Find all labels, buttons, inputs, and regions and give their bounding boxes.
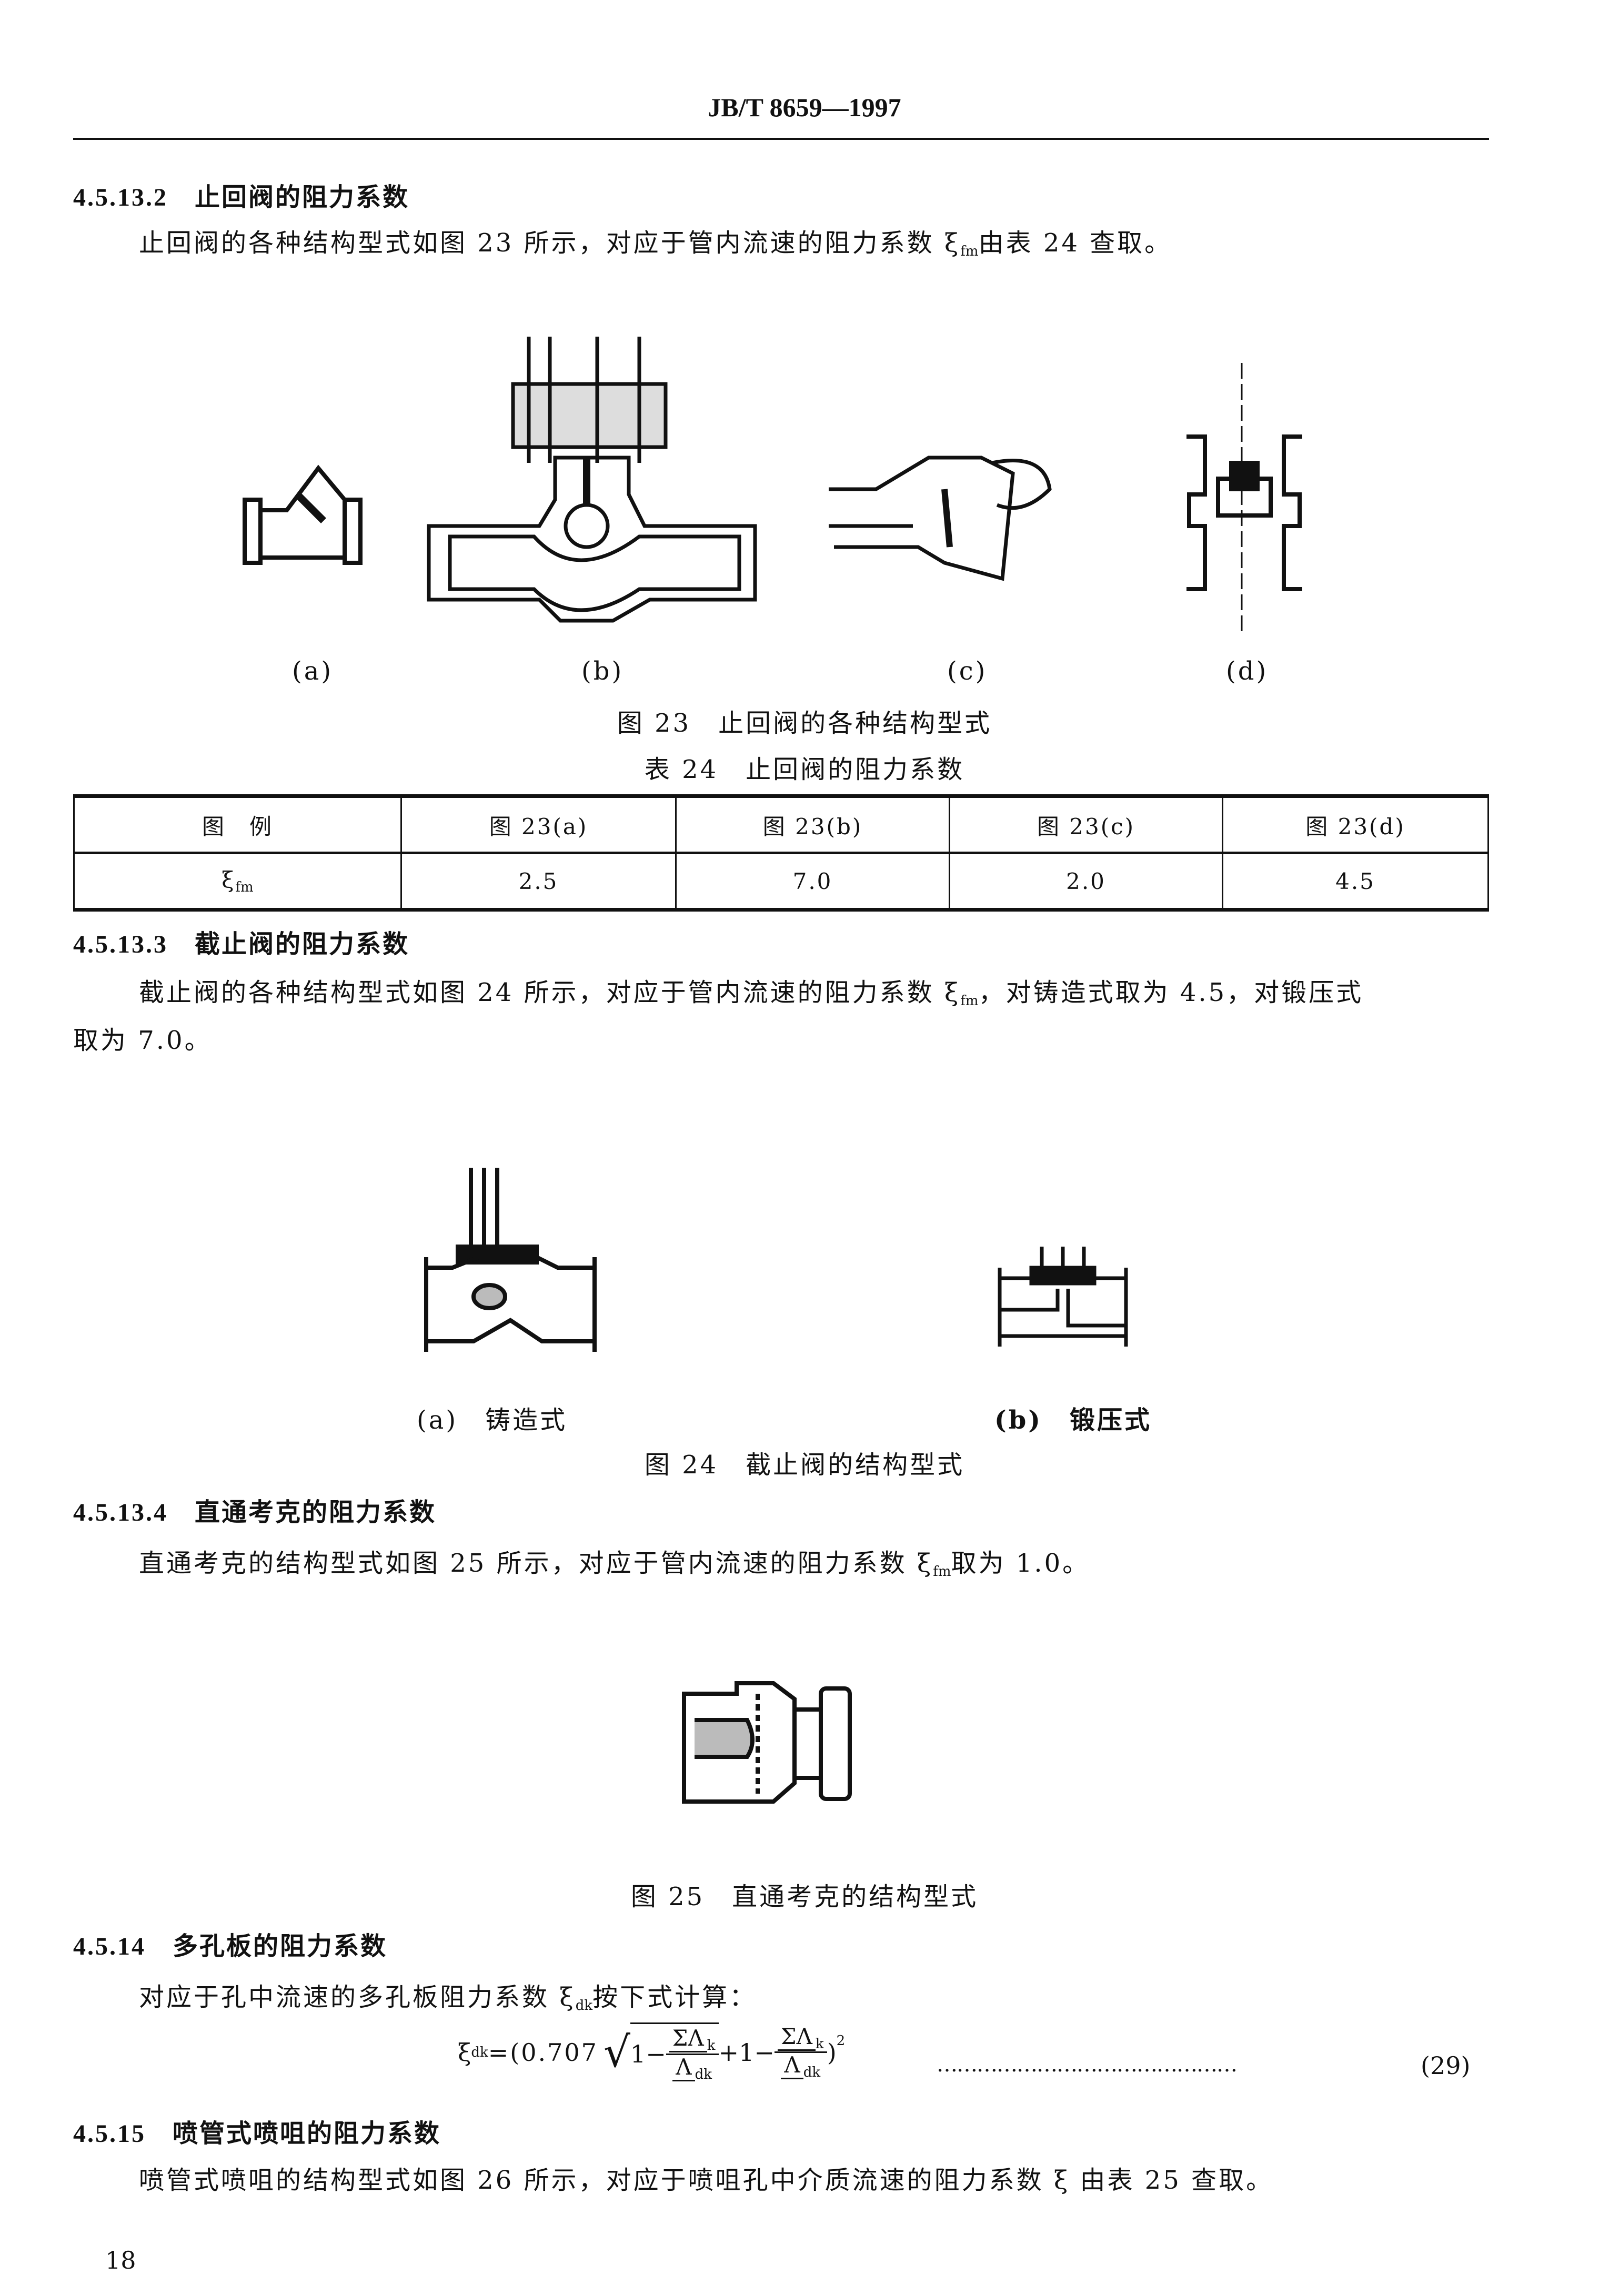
figure-24a-label: (a) 铸造式 [417,1405,568,1435]
value-cell: 2.0 [949,852,1223,911]
section-number: 4.5.13.2 [73,184,168,211]
figure-24b-drawing [998,1247,1128,1347]
denominator: Λ [781,2052,803,2080]
figure-25-drawing [682,1681,852,1804]
header-rule [73,138,1489,140]
equation-number: (29) [1421,2051,1471,2080]
leader-dots: ……………………………………… [937,2052,1238,2077]
denominator: Λ [672,2054,695,2081]
figure-25-caption: 图 25 直通考克的结构型式 [630,1882,979,1911]
numerator: ΣΛ [669,2025,707,2052]
figure-23b-label: (b) [581,656,624,686]
paragraph: 截止阀的各种结构型式如图 24 所示，对应于管内流速的阻力系数 ξfm，对铸造式… [139,972,1363,1009]
figure-24-caption: 图 24 截止阀的结构型式 [644,1450,965,1480]
subscript: dk [803,2065,821,2081]
text: ，对铸造式取为 4.5，对锻压式 [978,978,1364,1007]
section-number: 4.5.14 [73,1933,146,1960]
figure-23c-label: (c) [947,656,988,686]
section-title: 截止阀的阻力系数 [195,929,410,959]
header-cell: 图 例 [73,795,402,854]
table-24-caption: 表 24 止回阀的阻力系数 [644,755,965,784]
paragraph-continued: 取为 7.0。 [73,1026,212,1055]
paragraph: 止回阀的各种结构型式如图 23 所示，对应于管内流速的阻力系数 ξfm由表 24… [139,222,1172,259]
header-cell: 图 23(c) [949,795,1223,854]
subscript: dk [695,2066,712,2082]
text: 由表 24 查取。 [978,228,1172,258]
section-title: 直通考克的阻力系数 [195,1498,437,1527]
value-cell: 4.5 [1222,852,1489,911]
formula-text: =(0.707 [488,2038,598,2067]
subscript: k [707,2038,716,2054]
subscript: dk [471,2044,488,2060]
subscript: dk [575,1998,593,2014]
text: 截止阀的各种结构型式如图 24 所示，对应于管内流速的阻力系数 ξ [139,978,961,1007]
page-number: 18 [105,2246,136,2274]
section-heading-4-5-14: 4.5.14 多孔板的阻力系数 [73,1925,387,1962]
text: 取为 1.0。 [951,1549,1090,1578]
figure-23a-drawing [243,464,363,565]
value-cell: 7.0 [675,852,950,911]
table-header-row: 图 例 图 23(a) 图 23(b) 图 23(c) 图 23(d) [73,795,1489,854]
figure-24a-drawing [424,1168,597,1352]
subscript: fm [933,1564,951,1580]
figure-23d-drawing [1186,363,1302,636]
formula-text: +1− [718,2038,775,2067]
table-24: 图 例 图 23(a) 图 23(b) 图 23(c) 图 23(d) ξfm … [73,794,1489,912]
formula-text: 1− [630,2040,666,2069]
figure-23c-drawing [829,456,1052,581]
text: ξ [222,867,236,893]
section-heading-4-5-13-2: 4.5.13.2 止回阀的阻力系数 [73,176,409,213]
formula-text: ) [827,2038,837,2067]
formula-symbol: ξ [458,2038,471,2067]
section-heading-4-5-13-4: 4.5.13.4 直通考克的阻力系数 [73,1491,436,1528]
section-heading-4-5-13-3: 4.5.13.3 截止阀的阻力系数 [73,923,409,960]
header-cell: 图 23(a) [400,795,677,854]
section-number: 4.5.13.4 [73,1499,168,1526]
text: 按下式计算： [592,1983,757,2012]
section-title: 喷管式喷咀的阻力系数 [173,2119,441,2148]
subscript: fm [960,244,979,259]
row-label: ξfm [73,852,402,911]
paragraph: 喷管式喷咀的结构型式如图 26 所示，对应于喷咀孔中介质流速的阻力系数 ξ 由表… [139,2166,1274,2195]
value-cell: 2.5 [400,852,677,911]
numerator: ΣΛ [777,2023,816,2051]
header-cell: 图 23(b) [675,795,950,854]
text: 直通考克的结构型式如图 25 所示，对应于管内流速的阻力系数 ξ [139,1549,933,1578]
paragraph: 对应于孔中流速的多孔板阻力系数 ξdk按下式计算： [139,1976,757,2014]
figure-23a-label: (a) [292,656,334,686]
subscript: fm [960,993,979,1009]
figure-23d-label: (d) [1226,656,1269,686]
subscript: fm [235,879,254,895]
figure-24b-label: (b) 锻压式 [994,1405,1152,1435]
text: 止回阀的各种结构型式如图 23 所示，对应于管内流速的阻力系数 ξ [139,228,961,258]
section-heading-4-5-15: 4.5.15 喷管式喷咀的阻力系数 [73,2112,441,2149]
sqrt-icon: √ [603,2027,630,2077]
header-cell: 图 23(d) [1222,795,1489,854]
subscript: k [815,2036,824,2052]
figure-23b-drawing [427,337,757,623]
table-row: ξfm 2.5 7.0 2.0 4.5 [73,852,1489,911]
paragraph: 直通考克的结构型式如图 25 所示，对应于管内流速的阻力系数 ξfm取为 1.0… [139,1542,1090,1580]
document-code: JB/T 8659—1997 [708,93,901,122]
section-title: 止回阀的阻力系数 [195,183,410,212]
section-number: 4.5.13.3 [73,930,168,958]
section-number: 4.5.15 [73,2120,146,2148]
section-title: 多孔板的阻力系数 [173,1931,388,1961]
figure-23-caption: 图 23 止回阀的各种结构型式 [617,709,992,738]
exponent: 2 [836,2033,846,2049]
text: 对应于孔中流速的多孔板阻力系数 ξ [139,1983,576,2012]
